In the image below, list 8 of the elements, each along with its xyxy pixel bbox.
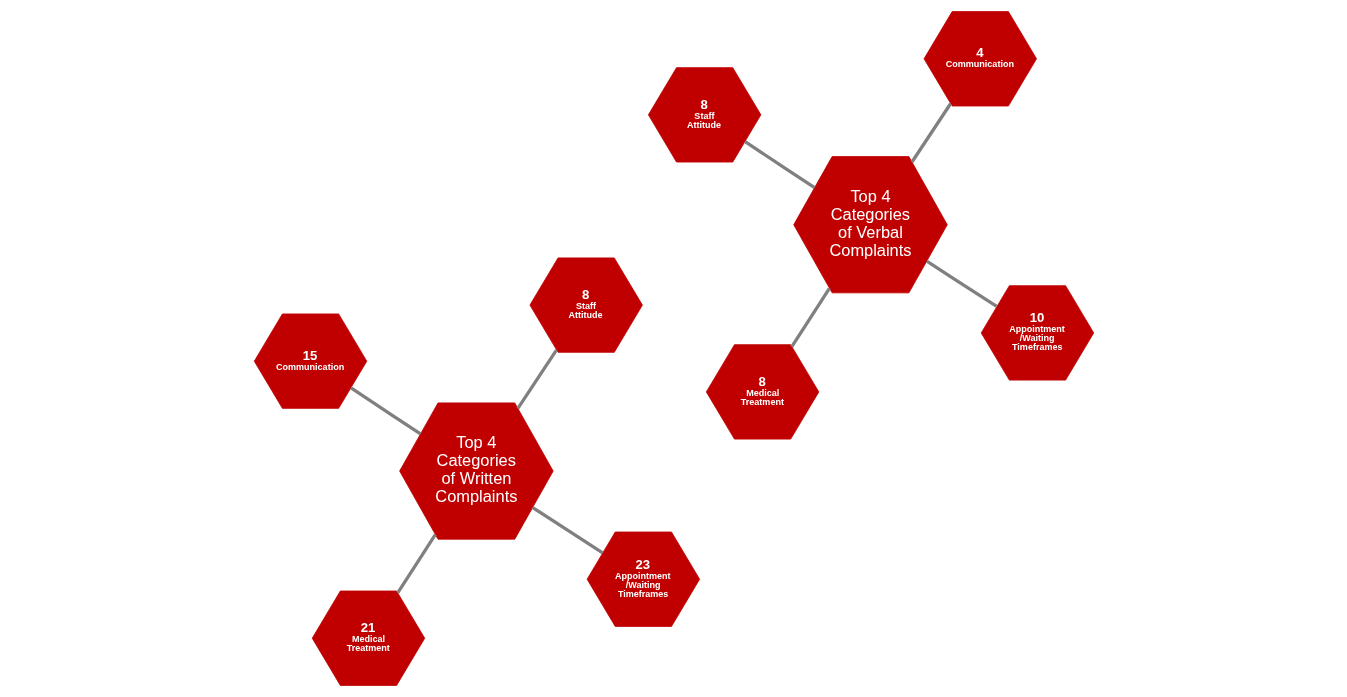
- connector: [395, 533, 437, 594]
- connector: [925, 259, 998, 308]
- connector: [349, 386, 421, 436]
- connector: [743, 140, 815, 190]
- connector: [910, 102, 952, 163]
- connector: [531, 506, 603, 555]
- connector: [516, 349, 558, 410]
- connector: [789, 287, 831, 348]
